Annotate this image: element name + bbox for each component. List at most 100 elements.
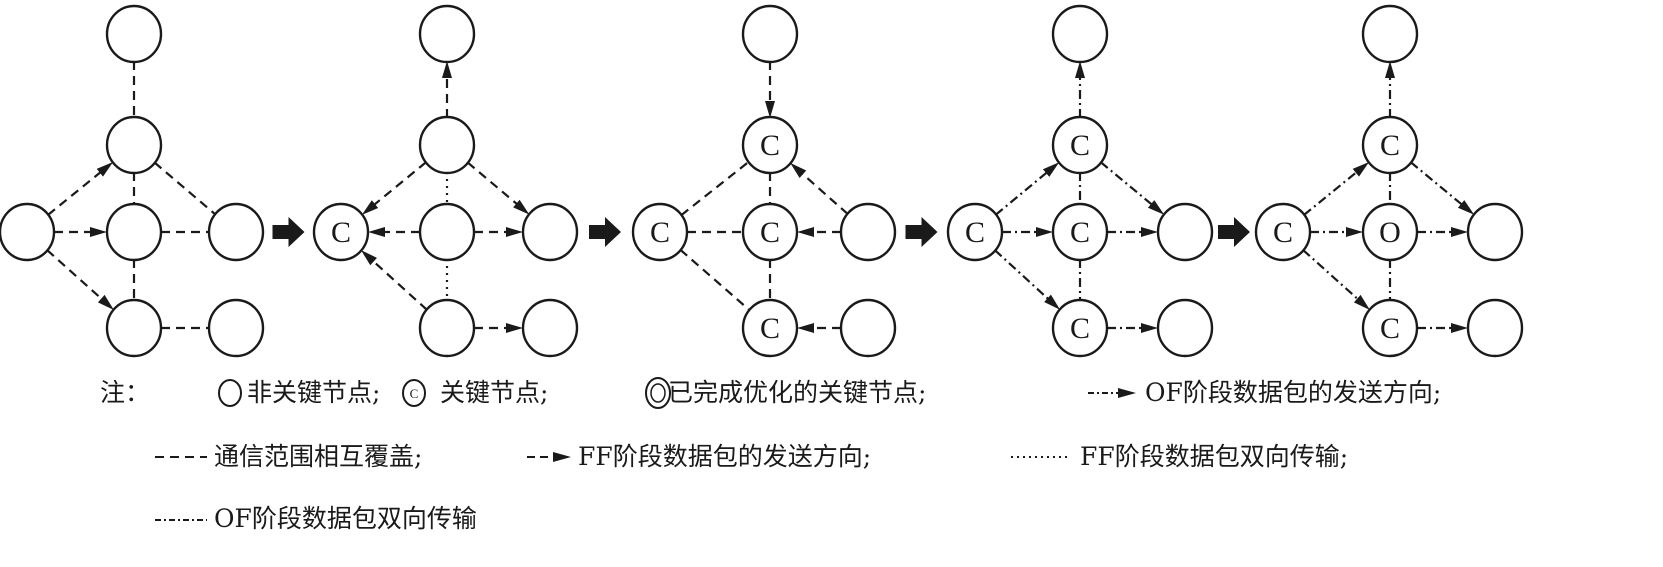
panel1-node-center (105, 202, 163, 262)
panel2-node-n1 (418, 115, 476, 175)
panel3-node-R (839, 202, 897, 262)
node-label: C (1070, 312, 1090, 345)
arrowhead-icon (765, 101, 775, 118)
arrowhead-icon (1044, 294, 1061, 310)
edge-L-n1 (47, 168, 105, 216)
arrowhead-icon (1451, 323, 1468, 333)
panel5-node-R (1466, 202, 1524, 262)
panel5-node-L (1254, 202, 1312, 262)
panel2-node-bottom (418, 298, 476, 358)
legend-optimized-key-node: 已完成优化的关键节点; (668, 378, 927, 407)
edge-L-bottom (46, 249, 106, 303)
panel4-node-bottom (1051, 298, 1109, 358)
node-label: C (760, 129, 780, 162)
panel1-node-bottom (105, 298, 163, 358)
panel5-node-bottom (1361, 298, 1419, 358)
edge-n1-R (1410, 161, 1466, 208)
optimized-node-icon (645, 377, 671, 409)
panel5-node-center (1361, 202, 1419, 262)
edge-n1-R (466, 161, 521, 208)
stage-transition-arrow-icon (905, 217, 938, 247)
panel4-node-R (1156, 202, 1214, 262)
arrowhead-icon (797, 227, 814, 237)
legend-ff-send-direction: FF阶段数据包的发送方向; (578, 442, 872, 471)
legend-of-send-direction: OF阶段数据包的发送方向; (1145, 378, 1442, 407)
arrowhead-icon (1352, 162, 1370, 177)
edge-R-n1 (798, 170, 849, 215)
panel5-node-n1 (1361, 115, 1419, 175)
node-label: C (965, 216, 985, 249)
edge-L-n1 (680, 160, 750, 217)
arrowhead-icon (97, 294, 114, 310)
stage-transition-arrow-icon (589, 217, 621, 247)
panel1-node-top (105, 4, 163, 64)
arrowhead-icon (361, 250, 377, 266)
panel3-node-n1 (741, 115, 799, 175)
node-label: C (760, 312, 780, 345)
stage-transition-arrow-icon (1218, 217, 1250, 247)
panel1-node-R (207, 202, 265, 262)
arrowhead-icon (1141, 323, 1158, 333)
panel5-node-top (1361, 4, 1419, 64)
edge-L-bottom (679, 248, 751, 312)
arrowhead-icon (1451, 227, 1468, 237)
arrowhead-icon (1036, 227, 1053, 237)
node-label: C (331, 216, 351, 249)
optimized-node-inner-icon (650, 383, 666, 403)
ff-send-arrow-icon (553, 452, 571, 462)
panel4-node-center (1051, 202, 1109, 262)
node-label: C (1380, 312, 1400, 345)
edge-L-bottom (994, 249, 1052, 303)
arrowhead-icon (1075, 61, 1085, 78)
edge-bottom-L (369, 257, 428, 311)
arrowhead-icon (442, 61, 452, 78)
edge-L-bottom (1302, 249, 1362, 303)
node-label: C (760, 216, 780, 249)
edge-n1-R (153, 161, 217, 216)
arrowhead-icon (1457, 200, 1475, 215)
node-label: C (1070, 216, 1090, 249)
node-label: C (1380, 129, 1400, 162)
edge-L-n1 (995, 169, 1051, 216)
arrowhead-icon (1141, 227, 1158, 237)
panel4-node-n1 (1051, 115, 1109, 175)
panel2-node-center (418, 202, 476, 262)
panel1-node-L (0, 202, 56, 262)
panel1-node-n1 (105, 115, 163, 175)
legend-key-node: 关键节点; (440, 378, 549, 407)
edge-L-n1 (1303, 168, 1361, 216)
arrowhead-icon (1346, 227, 1363, 237)
edge-n1-L (370, 161, 427, 209)
panel3-node-bottom (741, 298, 799, 358)
panel3-node-BR (839, 298, 897, 358)
arrowhead-icon (1385, 61, 1395, 78)
panel4-node-top (1051, 4, 1109, 64)
node-label: C (1070, 129, 1090, 162)
panel3-node-top (741, 4, 799, 64)
panel2-node-R (521, 202, 579, 262)
key-node-symbol: C (410, 386, 419, 401)
arrowhead-icon (506, 227, 523, 237)
legend-note: 注： (100, 378, 151, 407)
panel2-node-top (418, 4, 476, 64)
panel1-node-BR (207, 298, 265, 358)
stage-transition-arrow-icon (272, 217, 305, 247)
panel2-node-L (312, 202, 370, 262)
legend-ff-bidirectional: FF阶段数据包双向传输; (1080, 442, 1349, 471)
legend-of-bidirectional: OF阶段数据包双向传输 (214, 504, 477, 533)
legend-non-key-node: 非关键节点; (247, 378, 381, 407)
edge-n1-R (1100, 161, 1156, 208)
arrowhead-icon (790, 162, 807, 178)
arrowhead-icon (1042, 162, 1060, 177)
arrowhead-icon (797, 323, 814, 333)
arrowhead-icon (96, 162, 114, 177)
arrowhead-icon (368, 227, 385, 237)
panel4-node-BR (1156, 298, 1214, 358)
non-key-node-icon (218, 379, 242, 407)
arrowhead-icon (361, 200, 379, 215)
arrowhead-icon (506, 323, 523, 333)
arrowhead-icon (513, 199, 530, 215)
node-label: C (1273, 216, 1293, 249)
